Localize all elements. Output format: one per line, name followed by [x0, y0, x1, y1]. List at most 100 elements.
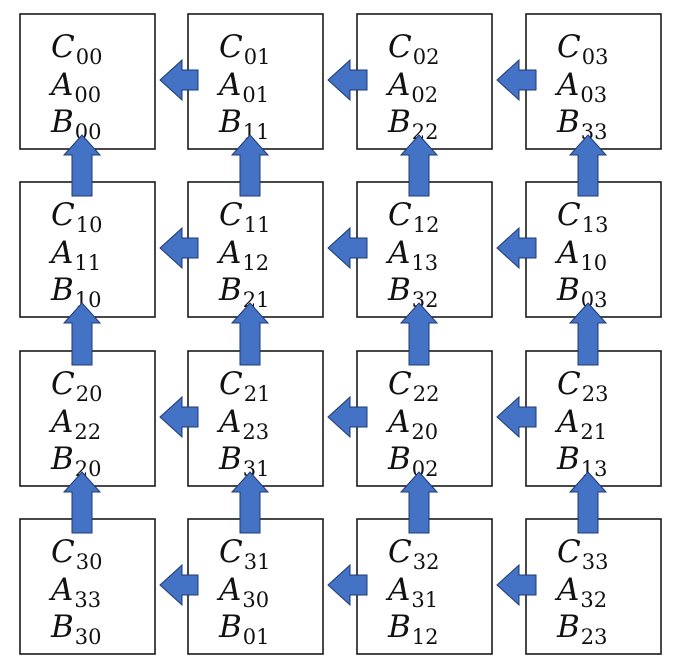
subscript: 22 [74, 420, 101, 444]
a-label: A31 [385, 572, 438, 612]
symbol: B [218, 609, 242, 645]
c-label: C01 [219, 29, 270, 69]
subscript: 03 [580, 83, 607, 107]
symbol: B [387, 609, 411, 645]
symbol: C [388, 534, 412, 570]
symbol: C [219, 29, 243, 65]
b-label: B11 [218, 104, 270, 144]
c-label: C03 [557, 29, 608, 69]
subscript: 21 [244, 382, 271, 406]
symbol: C [219, 534, 243, 570]
subscript: 20 [76, 382, 103, 406]
subscript: 32 [413, 550, 440, 574]
left-arrow [159, 395, 199, 439]
symbol: B [387, 441, 411, 477]
subscript: 23 [582, 382, 609, 406]
a-label: A22 [48, 404, 101, 444]
subscript: 02 [411, 83, 438, 107]
symbol: B [50, 609, 74, 645]
subscript: 22 [413, 382, 440, 406]
b-label: B12 [387, 609, 439, 649]
left-arrow [159, 226, 199, 270]
symbol: C [557, 534, 581, 570]
c-label: C31 [219, 534, 270, 574]
subscript: 20 [411, 420, 438, 444]
c-label: C21 [219, 366, 270, 406]
symbol: A [554, 572, 579, 608]
c-label: C00 [51, 29, 102, 69]
symbol: B [218, 104, 242, 140]
symbol: A [554, 235, 579, 271]
up-arrow [399, 471, 439, 534]
up-arrow [399, 134, 439, 197]
c-label: C13 [557, 197, 608, 237]
b-label: B30 [50, 609, 102, 649]
subscript: 30 [76, 550, 103, 574]
subscript: 13 [411, 251, 438, 275]
subscript: 31 [411, 588, 438, 612]
symbol: A [385, 67, 410, 103]
boxes-layer: C00A00B00C01A01B11C02A02B22C03A03B33C10A… [19, 13, 662, 655]
symbol: A [216, 404, 241, 440]
symbol: C [388, 29, 412, 65]
symbol: C [51, 197, 75, 233]
left-arrow [327, 563, 368, 607]
subscript: 13 [582, 213, 609, 237]
a-label: A03 [554, 67, 607, 107]
left-arrow [496, 58, 537, 102]
subscript: 02 [413, 45, 440, 69]
symbol: C [388, 197, 412, 233]
left-arrow [327, 58, 368, 102]
left-arrow [159, 58, 199, 102]
a-label: A32 [554, 572, 607, 612]
b-label: B01 [218, 609, 270, 649]
c-label: C02 [388, 29, 439, 69]
symbol: A [48, 235, 73, 271]
cell-box [525, 181, 662, 318]
a-label: A30 [216, 572, 269, 612]
subscript: 12 [412, 625, 439, 649]
left-arrow [327, 226, 368, 270]
up-arrow [62, 134, 102, 197]
up-arrow [230, 471, 270, 534]
cell-box [19, 518, 156, 655]
a-label: A23 [216, 404, 269, 444]
c-label: C12 [388, 197, 439, 237]
left-arrow [496, 395, 537, 439]
subscript: 00 [76, 45, 103, 69]
subscript: 12 [413, 213, 440, 237]
c-label: C22 [388, 366, 439, 406]
subscript: 30 [242, 588, 269, 612]
symbol: B [50, 441, 74, 477]
a-label: A33 [48, 572, 101, 612]
a-label: A01 [216, 67, 269, 107]
up-arrow [62, 302, 102, 366]
a-label: A21 [554, 404, 607, 444]
symbol: B [556, 441, 580, 477]
b-label: B31 [218, 441, 270, 481]
left-arrow [327, 395, 368, 439]
a-label: A02 [385, 67, 438, 107]
cell-box [19, 181, 156, 318]
symbol: B [218, 272, 242, 308]
cell-box [19, 13, 156, 150]
a-label: A10 [554, 235, 607, 275]
left-arrow [496, 563, 537, 607]
subscript: 31 [244, 550, 271, 574]
symbol: C [557, 197, 581, 233]
cell-box [525, 13, 662, 150]
a-label: A12 [216, 235, 269, 275]
subscript: 01 [243, 625, 270, 649]
symbol: A [554, 404, 579, 440]
symbol: C [51, 534, 75, 570]
